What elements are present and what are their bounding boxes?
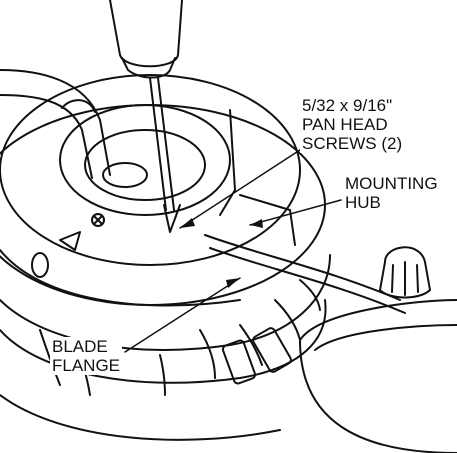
screws-callout-line-3: SCREWS (2) bbox=[302, 134, 403, 153]
leader-lines bbox=[124, 147, 342, 353]
screws-callout-line-2: PAN HEAD bbox=[302, 115, 388, 134]
hub-callout-line-1: MOUNTING bbox=[345, 174, 438, 193]
hub-callout: MOUNTING HUB bbox=[343, 174, 440, 212]
screws-callout-line-1: 5/32 x 9/16" bbox=[302, 96, 393, 115]
flange-callout: BLADE FLANGE bbox=[50, 337, 123, 375]
flange-callout-line-2: FLANGE bbox=[52, 356, 121, 375]
wire-lead bbox=[0, 69, 111, 179]
screwdriver bbox=[109, 0, 183, 233]
blade-flange-ring bbox=[0, 254, 331, 441]
blade-bracket bbox=[204, 234, 406, 314]
knob-housing bbox=[299, 246, 457, 453]
screws-callout: 5/32 x 9/16" PAN HEAD SCREWS (2) bbox=[300, 96, 405, 153]
flange-callout-line-1: BLADE bbox=[52, 337, 108, 356]
hub-callout-line-2: HUB bbox=[345, 193, 381, 212]
